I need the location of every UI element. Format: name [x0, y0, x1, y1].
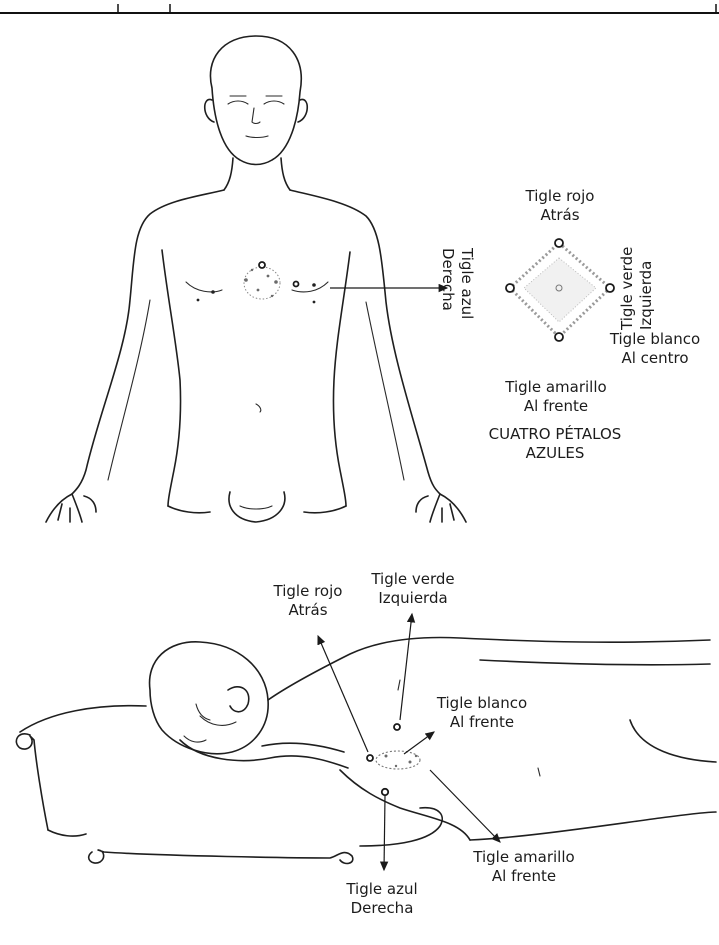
label-white-center: Tigle blanco Al centro: [596, 330, 714, 368]
top-rule: [0, 4, 719, 13]
yellow-tigle-dot: [555, 333, 563, 341]
tigle-diamond: [506, 239, 614, 341]
side-label-green: Tigle verde Izquierda: [358, 570, 468, 608]
side-label-red: Tigle rojo Atrás: [258, 582, 358, 620]
side-label-blue: Tigle azul Derecha: [332, 880, 432, 918]
label-green-left: Tigle verde Izquierda: [618, 247, 656, 330]
red-tigle-dot: [555, 239, 563, 247]
caption-four-petals: CUATRO PÉTALOS AZULES: [470, 425, 640, 463]
side-arrows: [318, 614, 500, 870]
reclining-figure: [16, 638, 716, 864]
label-yellow-front: Tigle amarillo Al frente: [486, 378, 626, 416]
front-figure: [46, 36, 466, 522]
blue-tigle-dot: [506, 284, 514, 292]
side-green-dot: [394, 724, 400, 730]
side-label-yellow: Tigle amarillo Al frente: [460, 848, 588, 886]
label-blue-right: Tigle azul Derecha: [438, 248, 476, 319]
green-tigle-dot: [606, 284, 614, 292]
side-label-white: Tigle blanco Al frente: [424, 694, 540, 732]
label-red-back: Tigle rojo Atrás: [516, 187, 604, 225]
side-red-dot: [367, 755, 373, 761]
side-blue-dot: [382, 789, 388, 795]
